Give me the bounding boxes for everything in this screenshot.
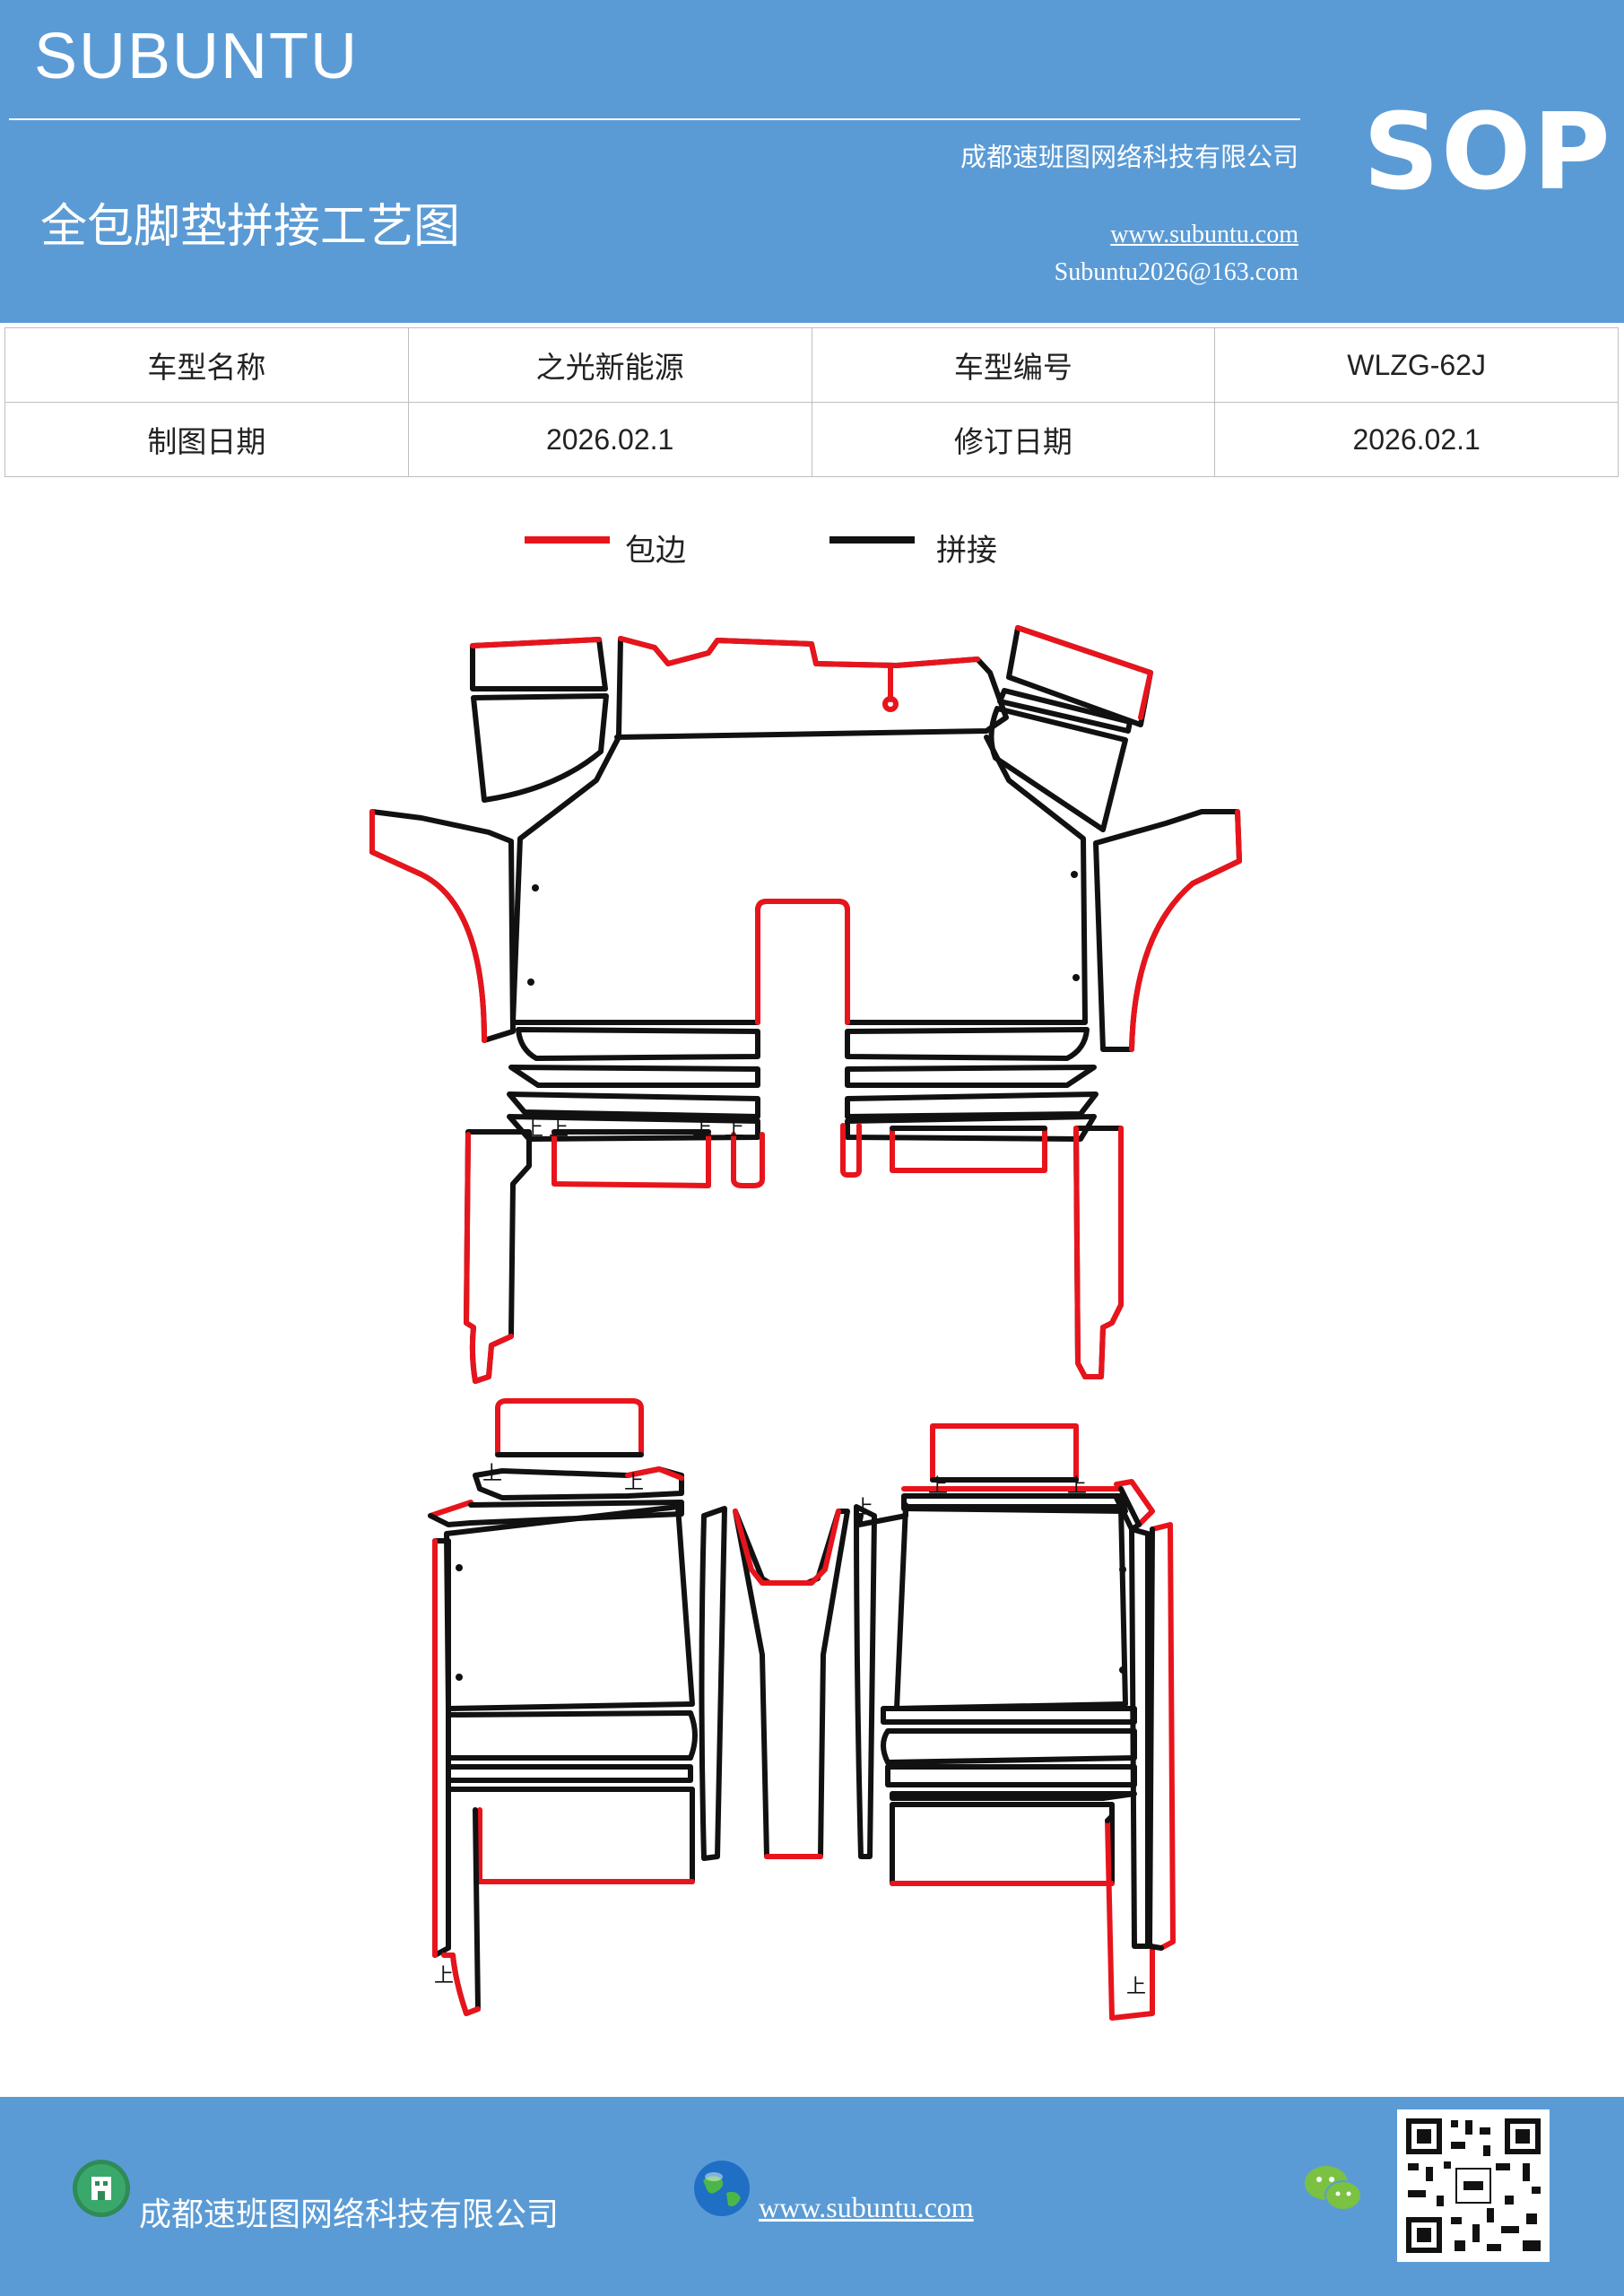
- marker-text: 上: [692, 1118, 712, 1141]
- marker-text: 上: [549, 1118, 569, 1141]
- label-revise-date: 修订日期: [811, 402, 1216, 477]
- front-lower-pieces: [464, 1114, 1124, 1384]
- legend-red-swatch: [525, 536, 610, 544]
- front-right-strips: [988, 625, 1153, 832]
- rear-left-seat-panel: [428, 1466, 727, 2016]
- rear-right-seat-panel: [854, 1423, 1176, 2021]
- brand-name: SUBUNTU: [34, 21, 360, 92]
- vehicle-info-table: 车型名称 之光新能源 车型编号 WLZG-62J 制图日期 2026.02.1 …: [4, 327, 1619, 477]
- header-company: 成都速班图网络科技有限公司: [960, 142, 1298, 172]
- value-model-name: 之光新能源: [407, 327, 812, 403]
- wechat-icon: [1305, 2166, 1362, 2211]
- header-email[interactable]: Subuntu2026@163.com: [1054, 258, 1298, 286]
- header-banner: SUBUNTU 全包脚垫拼接工艺图 成都速班图网络科技有限公司 www.subu…: [0, 0, 1624, 323]
- legend-black-swatch: [829, 536, 915, 544]
- header-url-link[interactable]: www.subuntu.com: [1110, 221, 1298, 248]
- value-model-code: WLZG-62J: [1214, 327, 1619, 403]
- front-left-wedge: [471, 693, 609, 803]
- marker-text: 上: [482, 1463, 502, 1485]
- qr-code[interactable]: [1397, 2109, 1550, 2262]
- building-icon: [73, 2160, 130, 2217]
- marker-text: 上: [524, 1118, 543, 1141]
- marker-text: 上: [1067, 1475, 1087, 1498]
- page-title: 全包脚垫拼接工艺图: [40, 200, 461, 254]
- legend-label-edging: 包边: [625, 533, 686, 569]
- header-divider: [9, 118, 1300, 120]
- label-model-code: 车型编号: [811, 327, 1216, 403]
- marker-text: 上: [624, 1472, 644, 1494]
- front-left-small-piece: [470, 637, 608, 691]
- table-row: 制图日期 2026.02.1 修订日期 2026.02.1: [4, 402, 1619, 477]
- label-model-name: 车型名称: [4, 327, 409, 403]
- front-center-strips: [507, 1027, 1099, 1119]
- value-draw-date: 2026.02.1: [407, 402, 812, 477]
- marker-text: 上: [854, 1497, 873, 1519]
- front-right-side-piece: [1093, 809, 1242, 1052]
- sop-badge: SOP: [1363, 90, 1612, 213]
- legend-label-seam: 拼接: [936, 533, 997, 569]
- floor-mat-diagram: 上 上 上 上 上 上 上 上 上 上 上: [369, 625, 1242, 2021]
- marker-text: 上: [1126, 1976, 1146, 1998]
- marker-text: 上: [725, 1118, 744, 1141]
- globe-icon: [694, 2161, 750, 2216]
- rear-center-tunnel: [733, 1509, 850, 1859]
- rear-left-top-tab: [495, 1398, 644, 1457]
- footer-url-link[interactable]: www.subuntu.com: [759, 2191, 974, 2223]
- table-row: 车型名称 之光新能源 车型编号 WLZG-62J: [4, 327, 1619, 403]
- marker-text: 上: [434, 1965, 454, 1987]
- label-draw-date: 制图日期: [4, 402, 409, 477]
- marker-text: 上: [928, 1475, 948, 1498]
- value-revise-date: 2026.02.1: [1214, 402, 1619, 477]
- front-left-side-piece: [369, 809, 516, 1043]
- footer-company: 成都速班图网络科技有限公司: [139, 2196, 560, 2233]
- orientation-markers: 上 上 上 上 上 上 上 上 上 上 上: [434, 1118, 1146, 1998]
- mounting-holes: [527, 871, 1080, 986]
